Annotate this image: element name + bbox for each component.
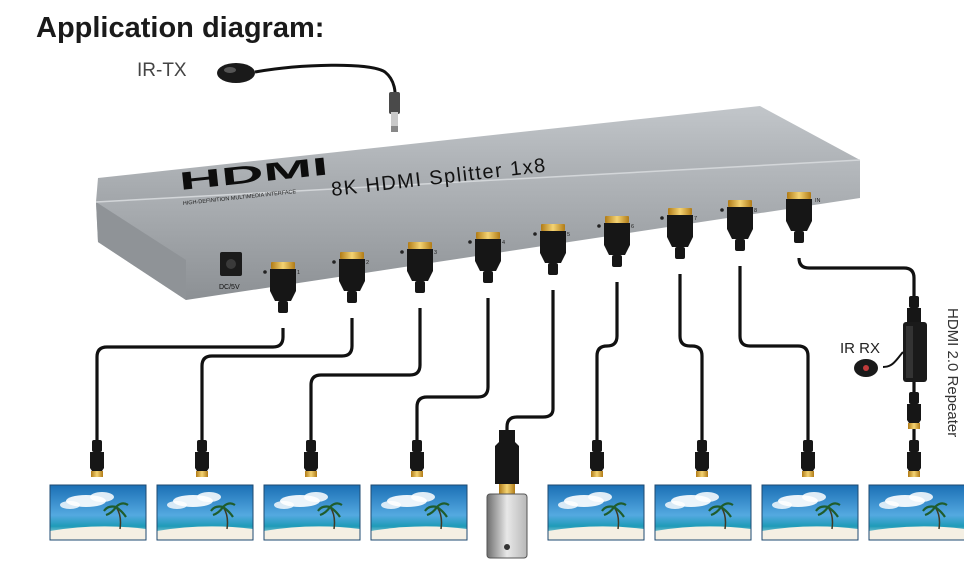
hdmi-cable xyxy=(200,318,354,452)
port-indicator xyxy=(400,250,404,254)
hdmi-plug xyxy=(667,208,693,259)
hdmi-cable xyxy=(797,257,916,296)
hdmi-plug-end xyxy=(410,440,424,477)
page-title: Application diagram: xyxy=(36,12,325,44)
hdmi-plug-end xyxy=(695,440,709,477)
tv-display xyxy=(761,484,859,541)
power-label: DC/5V xyxy=(219,284,240,291)
hdmi-cable xyxy=(505,290,555,430)
tv-display xyxy=(156,484,254,541)
large-hdmi-plug xyxy=(495,430,519,496)
output-port-label: 6 xyxy=(631,224,634,230)
power-jack xyxy=(220,252,242,276)
port-indicator xyxy=(597,224,601,228)
output-port-label: 1 xyxy=(297,270,300,276)
hdmi-plug xyxy=(727,200,753,251)
ir-tx-sensor xyxy=(217,63,400,132)
tv-display xyxy=(370,484,468,541)
streaming-box xyxy=(486,493,528,559)
hdmi-cable xyxy=(415,298,490,452)
hdmi-cable xyxy=(95,328,285,452)
tv-display xyxy=(49,484,147,541)
port-indicator xyxy=(533,232,537,236)
port-indicator xyxy=(263,270,267,274)
hdmi-plug xyxy=(604,216,630,267)
hdmi-plug-end xyxy=(195,440,209,477)
hdmi-repeater xyxy=(854,322,927,382)
hdmi-plug-end xyxy=(90,440,104,477)
hdmi-plug xyxy=(339,252,365,303)
output-port-label: 8 xyxy=(754,208,757,214)
hdmi-plug xyxy=(270,262,296,313)
hdmi-plug-end xyxy=(304,440,318,477)
hdmi-plug xyxy=(407,242,433,293)
port-indicator xyxy=(468,240,472,244)
tv-display xyxy=(868,484,964,541)
hdmi-plug-end xyxy=(907,392,921,429)
output-ports: 1 2 3 4 5 6 7 8 IN xyxy=(263,198,821,276)
output-port-label: 5 xyxy=(567,232,570,238)
repeater-label: HDMI 2.0 Repeater xyxy=(944,308,961,438)
hdmi-plug xyxy=(475,232,501,283)
port-indicator xyxy=(720,208,724,212)
hdmi-cables xyxy=(90,192,921,496)
output-displays xyxy=(49,484,964,559)
hdmi-cable xyxy=(595,282,619,452)
ir-rx-label: IR RX xyxy=(840,340,881,357)
output-port-label: 7 xyxy=(694,216,697,222)
hdmi-plug-end xyxy=(907,440,921,477)
ir-tx-label: IR-TX xyxy=(137,60,187,81)
port-indicator xyxy=(332,260,336,264)
tv-display xyxy=(547,484,645,541)
tv-display xyxy=(263,484,361,541)
hdmi-plug-end xyxy=(801,440,815,477)
tv-display xyxy=(654,484,752,541)
output-port-label: 3 xyxy=(434,250,437,256)
hdmi-plug xyxy=(786,192,812,243)
output-port-label: 4 xyxy=(502,240,505,246)
output-port-label: 2 xyxy=(366,260,369,266)
port-indicator xyxy=(660,216,664,220)
hdmi-cable xyxy=(309,308,422,452)
device-top-face xyxy=(96,106,860,202)
hdmi-cable xyxy=(678,274,704,452)
hdmi-cable xyxy=(738,266,810,452)
input-port-label: IN xyxy=(815,198,821,204)
hdmi-plug xyxy=(540,224,566,275)
hdmi-plug-end xyxy=(590,440,604,477)
device-left-end xyxy=(96,202,186,300)
